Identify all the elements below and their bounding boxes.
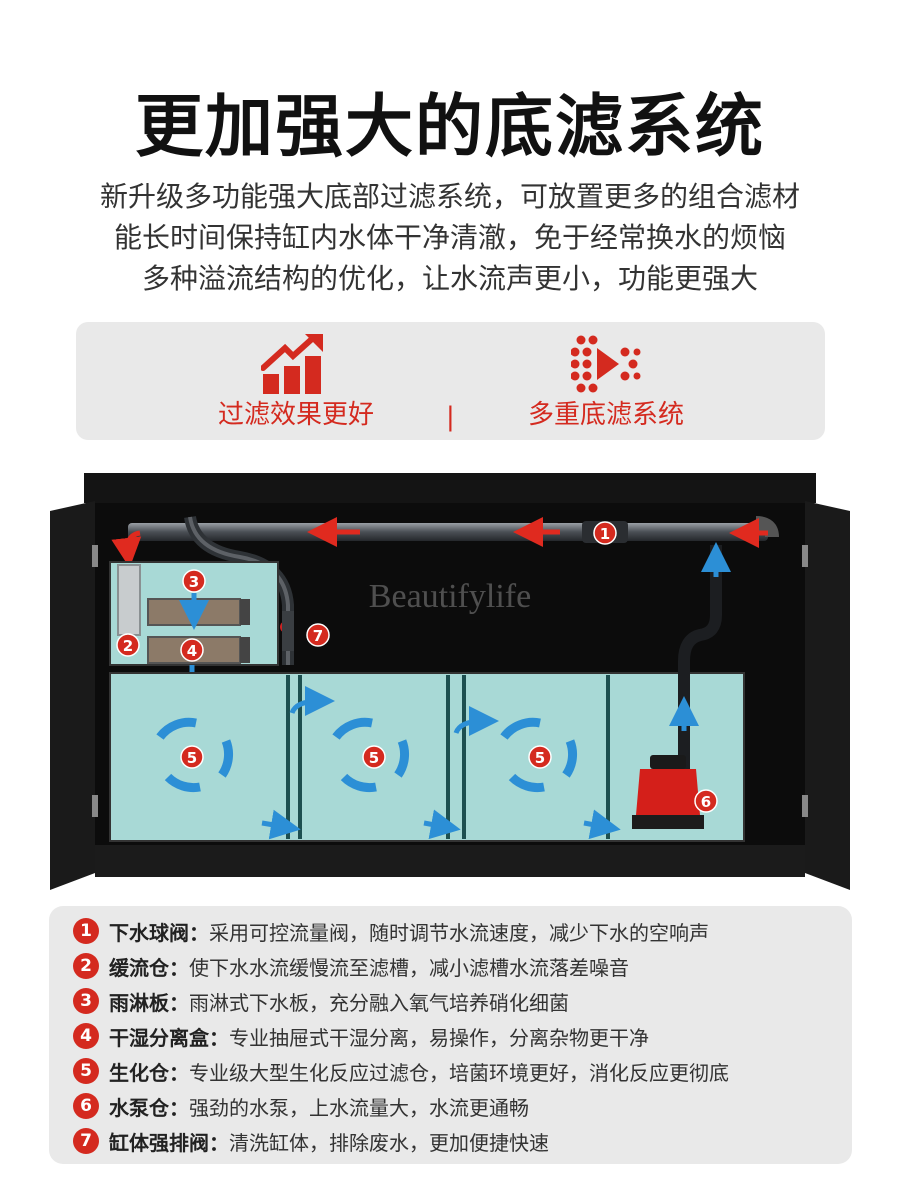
number-badge: 2 <box>73 953 99 979</box>
legend-row: 5 生化仓： 专业级大型生化反应过滤仓，培菌环境更好，消化反应更彻底 <box>73 1054 853 1088</box>
legend-desc: 强劲的水泵，上水流量大，水流更通畅 <box>189 1095 529 1120</box>
svg-text:5: 5 <box>535 749 545 767</box>
marker: 3 <box>182 569 206 593</box>
return-pipe <box>669 542 731 793</box>
marker: 5 <box>180 745 204 769</box>
feature-panel: 过滤效果更好 | 多重底滤系统 <box>76 322 825 440</box>
legend-term: 下水球阀： <box>109 920 209 945</box>
legend-term: 干湿分离盒： <box>109 1025 229 1050</box>
marker: 2 <box>116 633 140 657</box>
subtitle-line: 能长时间保持缸内水体干净清澈，免于经常换水的烦恼 <box>113 221 786 254</box>
feature-label: 多重底滤系统 <box>527 400 684 430</box>
svg-text:7: 7 <box>313 627 323 645</box>
number-badge: 7 <box>73 1128 99 1154</box>
legend-term: 水泵仓： <box>109 1095 189 1120</box>
marker: 6 <box>694 789 718 813</box>
legend-desc: 雨淋式下水板，充分融入氧气培养硝化细菌 <box>189 990 569 1015</box>
svg-text:5: 5 <box>369 749 379 767</box>
legend-desc: 使下水水流缓慢流至滤槽，减小滤槽水流落差噪音 <box>189 955 629 980</box>
legend-row: 7 缸体强排阀： 清洗缸体，排除废水，更加便捷快速 <box>73 1124 853 1158</box>
marker: 5 <box>528 745 552 769</box>
multi-filter-icon <box>571 335 641 393</box>
filter-diagram: Beautifylife 1 2 3 4 5 5 5 6 7 <box>50 473 850 890</box>
legend-term: 生化仓： <box>109 1060 189 1085</box>
subtitle-line: 多种溢流结构的优化，让水流声更小，功能更强大 <box>141 262 758 295</box>
legend-desc: 专业级大型生化反应过滤仓，培菌环境更好，消化反应更彻底 <box>189 1060 729 1085</box>
legend-row: 4 干湿分离盒： 专业抽屉式干湿分离，易操作，分离杂物更干净 <box>73 1019 853 1053</box>
number-badge: 3 <box>73 988 99 1014</box>
legend-term: 雨淋板： <box>109 990 189 1015</box>
legend-row: 2 缓流仓： 使下水水流缓慢流至滤槽，减小滤槽水流落差噪音 <box>73 949 853 983</box>
legend-row: 3 雨淋板： 雨淋式下水板，充分融入氧气培养硝化细菌 <box>73 984 853 1018</box>
legend-panel: 1 下水球阀： 采用可控流量阀，随时调节水流速度，减少下水的空响声 2 缓流仓：… <box>49 906 852 1164</box>
page-title: 更加强大的底滤系统 <box>134 88 765 167</box>
bar-growth-icon <box>261 334 323 394</box>
feature-label: 过滤效果更好 <box>217 400 374 430</box>
legend-term: 缸体强排阀： <box>109 1130 229 1155</box>
subtitle: 新升级多功能强大底部过滤系统，可放置更多的组合滤材 能长时间保持缸内水体干净清澈… <box>0 176 900 299</box>
legend-desc: 专业抽屉式干湿分离，易操作，分离杂物更干净 <box>229 1025 649 1050</box>
marker: 1 <box>593 521 617 545</box>
legend-desc: 清洗缸体，排除废水，更加便捷快速 <box>229 1130 549 1155</box>
subtitle-line: 新升级多功能强大底部过滤系统，可放置更多的组合滤材 <box>99 180 800 213</box>
number-badge: 6 <box>73 1093 99 1119</box>
marker: 5 <box>362 745 386 769</box>
legend-desc: 采用可控流量阀，随时调节水流速度，减少下水的空响声 <box>209 920 709 945</box>
marker: 7 <box>306 623 330 647</box>
svg-text:6: 6 <box>701 793 711 811</box>
number-badge: 5 <box>73 1058 99 1084</box>
legend-row: 1 下水球阀： 采用可控流量阀，随时调节水流速度，减少下水的空响声 <box>73 914 853 948</box>
feature-divider: | <box>446 402 455 432</box>
legend-row: 6 水泵仓： 强劲的水泵，上水流量大，水流更通畅 <box>73 1089 853 1123</box>
svg-text:2: 2 <box>123 637 133 655</box>
svg-text:4: 4 <box>187 642 197 660</box>
svg-text:1: 1 <box>600 525 610 543</box>
number-badge: 1 <box>73 918 99 944</box>
feature-filter-effect: 过滤效果更好 <box>146 322 446 440</box>
feature-multi-filter: 多重底滤系统 <box>456 322 756 440</box>
svg-text:3: 3 <box>189 573 199 591</box>
water-pump <box>632 755 704 829</box>
marker: 4 <box>180 638 204 662</box>
watermark: Beautifylife <box>369 578 531 615</box>
number-badge: 4 <box>73 1023 99 1049</box>
svg-text:5: 5 <box>187 749 197 767</box>
legend-term: 缓流仓： <box>109 955 189 980</box>
circulation-ring <box>156 717 578 793</box>
